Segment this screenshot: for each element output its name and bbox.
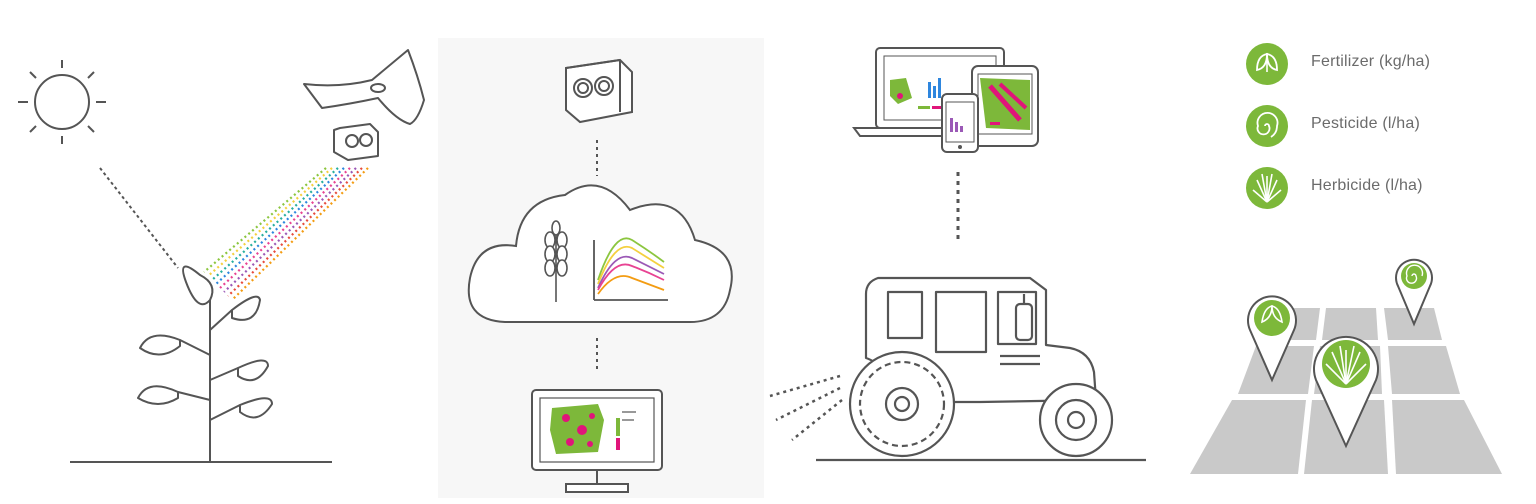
legend-item-fertilizer: Fertilizer (kg/ha) <box>1245 42 1505 86</box>
map-pin-fertilizer <box>1247 295 1297 383</box>
spray-lines <box>769 374 843 441</box>
spectral-chart-icon <box>593 237 668 301</box>
drone-icon <box>303 49 425 161</box>
legend-label: Pesticide (l/ha) <box>1311 115 1421 132</box>
legend-item-pesticide: Pesticide (l/ha) <box>1245 104 1505 148</box>
devices-icon <box>852 47 1039 153</box>
legend-label: Herbicide (l/ha) <box>1311 177 1423 194</box>
sunlight-ray <box>99 167 179 269</box>
grass-icon <box>1246 167 1288 209</box>
tractor-icon <box>816 276 1146 462</box>
legend-item-herbicide: Herbicide (l/ha) <box>1245 166 1505 210</box>
spectral-beams <box>203 167 369 301</box>
monitor-icon <box>531 389 663 493</box>
legend-label: Fertilizer (kg/ha) <box>1311 53 1431 70</box>
map-pin-herbicide <box>1313 335 1379 449</box>
leaf-icon <box>1246 43 1288 85</box>
wheat-icon <box>544 220 568 302</box>
map-pin-pesticide <box>1395 258 1433 327</box>
cloud-icon <box>467 184 733 323</box>
spiral-icon <box>1246 105 1288 147</box>
sun-icon <box>18 60 106 144</box>
camera-sensor-icon <box>565 58 633 124</box>
plant-icon <box>70 265 332 463</box>
